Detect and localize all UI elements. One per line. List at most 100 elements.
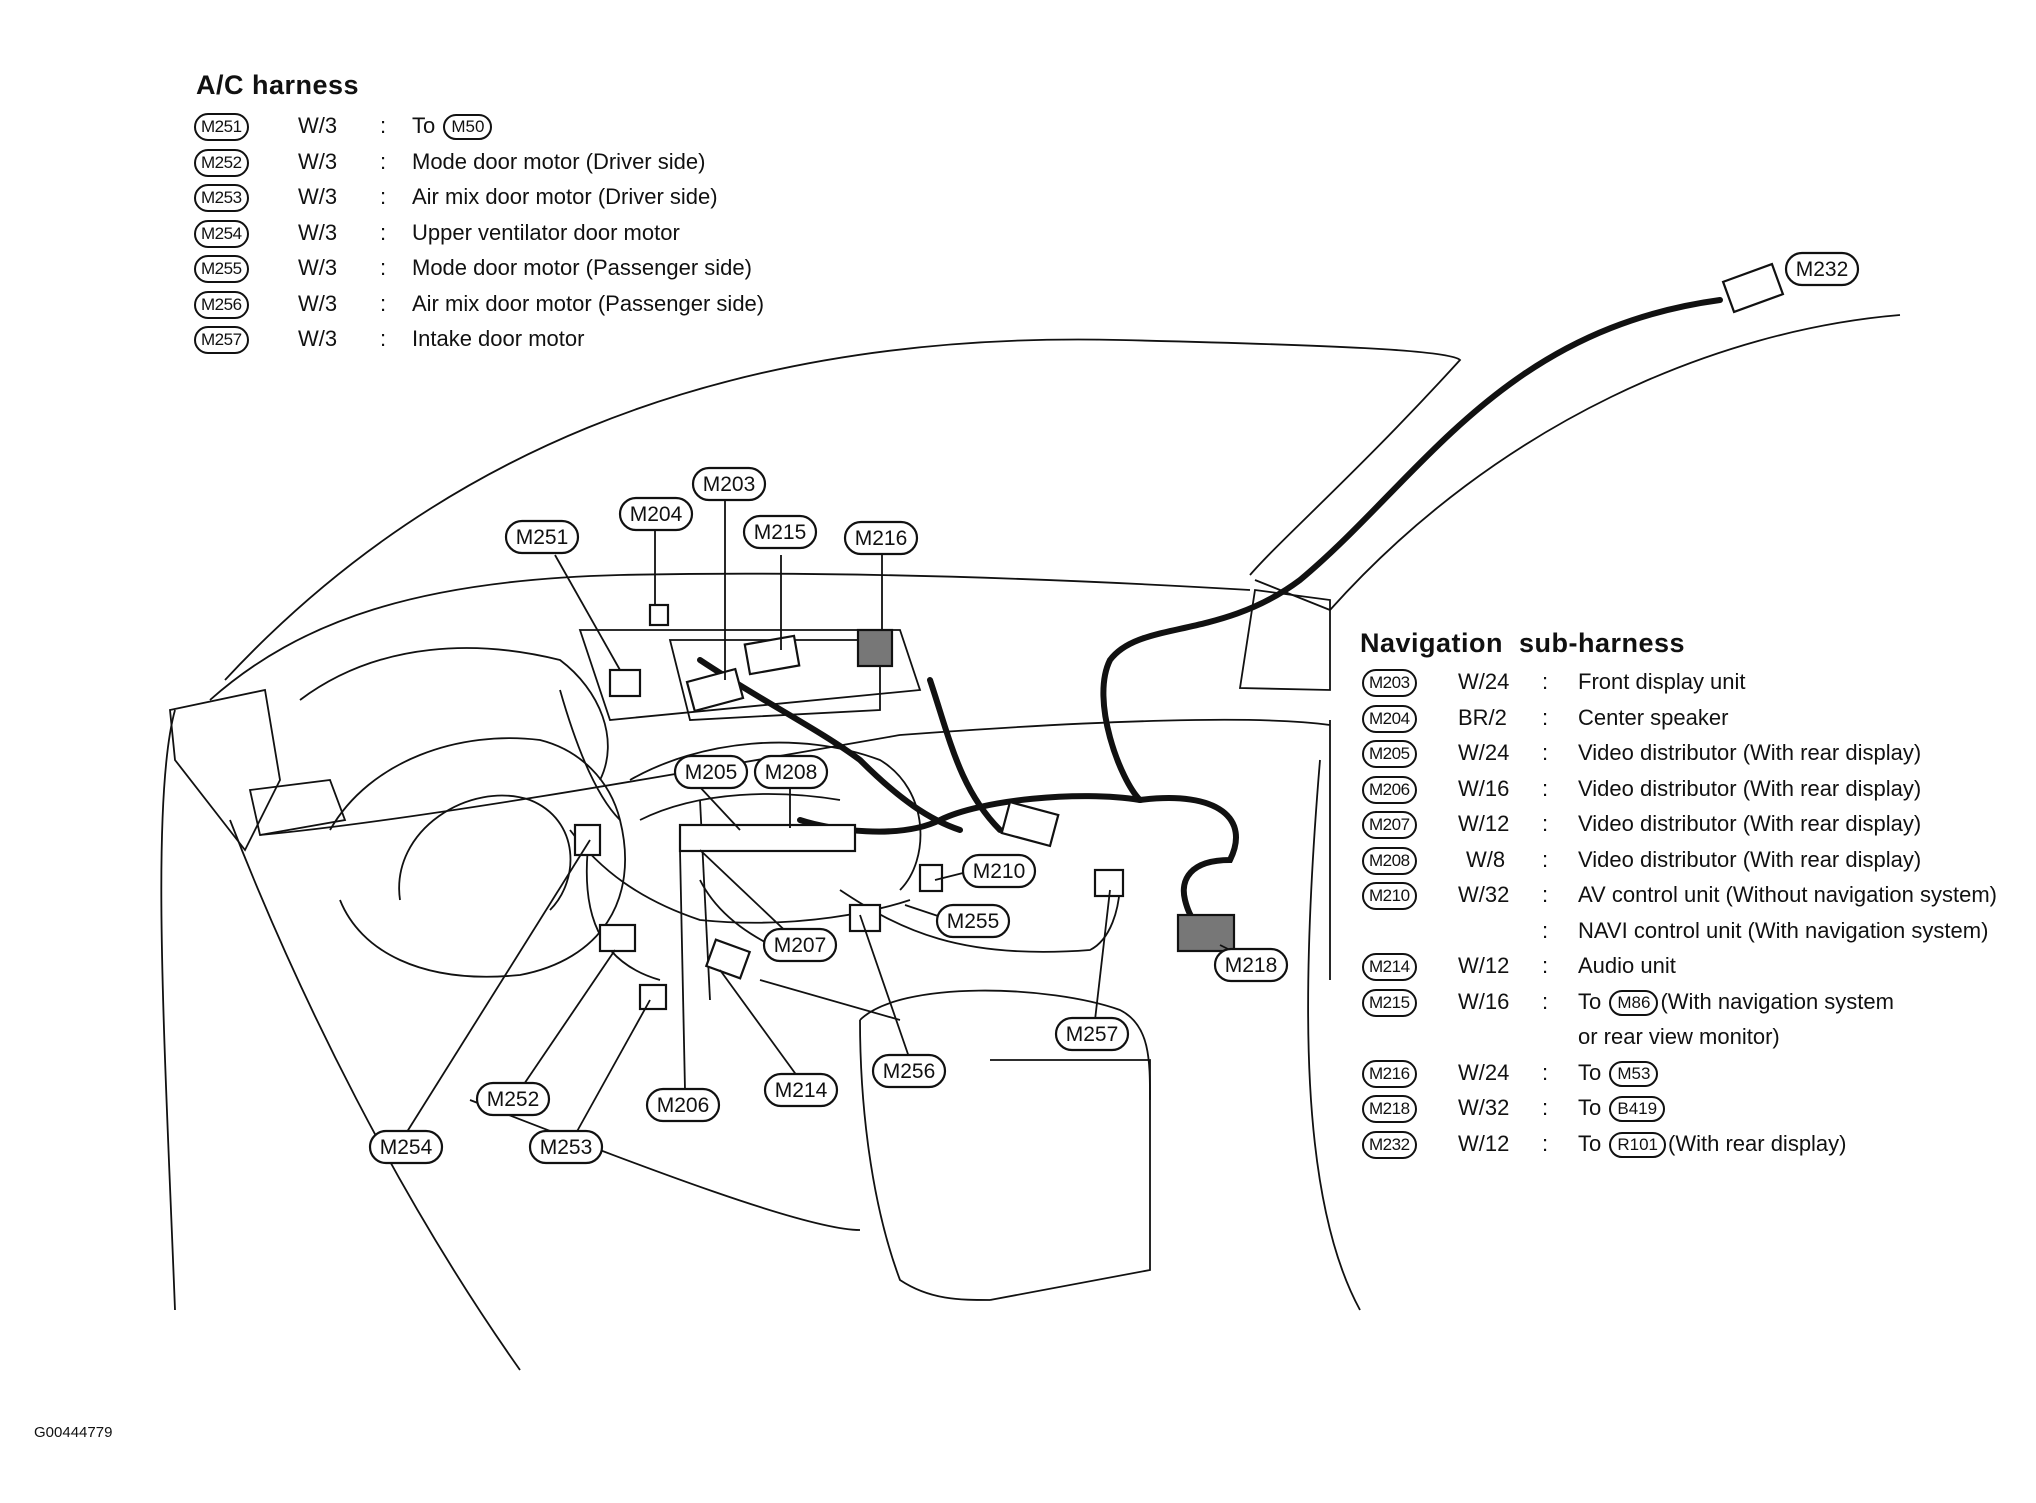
callout-M214: M214: [763, 1072, 839, 1108]
connector-badge: M216: [1362, 1059, 1417, 1088]
callout-M204: M204: [618, 496, 694, 532]
connector-badge: M251: [194, 113, 249, 141]
connector-badge: M257: [194, 326, 249, 354]
connector-badge: M204: [1362, 704, 1417, 733]
legend-row: or rear view monitor): [1362, 1019, 2022, 1055]
ac-harness-title: A/C harness: [196, 70, 360, 100]
reference-badge: R101: [1609, 1131, 1667, 1158]
svg-text:M255: M255: [947, 910, 1000, 933]
callout-M252: M252: [475, 1081, 551, 1117]
separator: :: [380, 290, 387, 316]
reference-badge: M50: [443, 114, 493, 141]
callout-M216: M216: [843, 520, 919, 556]
svg-text:M208: M208: [765, 761, 818, 784]
description-text: AV control unit (Without navigation syst…: [1578, 882, 1997, 907]
svg-text:M252: M252: [487, 1088, 540, 1111]
description-text: To: [1578, 988, 1602, 1014]
reference-badge: M86: [1609, 989, 1659, 1016]
callout-M207: M207: [762, 927, 838, 963]
description-text: Air mix door motor (Passenger side): [412, 290, 765, 316]
svg-text:M256: M256: [883, 1060, 936, 1083]
wire-spec: W/12: [1458, 1130, 1510, 1156]
wire-spec: W/24: [1458, 740, 1510, 765]
wire-spec: W/3: [298, 219, 338, 245]
nav-harness-legend: M203 W/24 : Front display unit M204 BR/2…: [1362, 664, 2022, 1161]
legend-row: M216 W/24 : To M53: [1362, 1055, 2022, 1091]
connector-badge: M207: [1362, 811, 1417, 839]
svg-text:M251: M251: [516, 526, 569, 549]
legend-row: M204 BR/2 : Center speaker: [1362, 700, 2022, 736]
connector-badge: M215: [1362, 988, 1417, 1017]
callout-M253: M253: [528, 1129, 604, 1165]
legend-row: M208 W/8 : Video distributor (With rear …: [1362, 842, 2022, 878]
separator: :: [1542, 775, 1549, 801]
svg-text:M205: M205: [685, 761, 738, 784]
description-text: Air mix door motor (Driver side): [412, 184, 718, 209]
legend-row: M210 W/32 : AV control unit (Without nav…: [1362, 877, 2022, 913]
separator: :: [1542, 740, 1549, 765]
callout-M218: M218: [1213, 947, 1289, 983]
ac-harness-legend: M251 W/3 : To M50 M252 W/3 : Mode door m…: [194, 108, 844, 357]
wire-spec: BR/2: [1458, 704, 1507, 730]
svg-text:M257: M257: [1066, 1023, 1119, 1046]
description-text: To: [1578, 1130, 1602, 1156]
description-text: Video distributor (With rear display): [1578, 811, 1922, 836]
description-text: NAVI control unit (With navigation syste…: [1578, 917, 1989, 943]
legend-row: M207 W/12 : Video distributor (With rear…: [1362, 806, 2022, 842]
connector-badge: M208: [1362, 846, 1417, 875]
description-text: Mode door motor (Driver side): [412, 148, 706, 174]
callout-M254: M254: [368, 1129, 444, 1165]
svg-text:M218: M218: [1225, 954, 1278, 977]
wire-spec: W/24: [1458, 1059, 1510, 1085]
separator: :: [380, 184, 387, 209]
wire-spec: W/16: [1458, 988, 1510, 1014]
row-description: To M50: [412, 108, 494, 144]
separator: :: [1542, 846, 1549, 872]
connector-badge: M218: [1362, 1095, 1417, 1123]
legend-row: M218 W/32 : To B419: [1362, 1090, 2022, 1126]
separator: :: [1542, 988, 1549, 1014]
connector-badge: M252: [194, 148, 249, 177]
connector-badge: M256: [194, 290, 249, 319]
connector-badge: M255: [194, 255, 249, 283]
callout-M232: M232: [1784, 251, 1860, 287]
svg-text:M210: M210: [973, 860, 1026, 883]
connector-badge: M210: [1362, 882, 1417, 910]
legend-row: M253 W/3 : Air mix door motor (Driver si…: [194, 179, 844, 215]
wire-spec: W/32: [1458, 1095, 1510, 1120]
reference-badge: B419: [1609, 1096, 1666, 1123]
callout-labels: M203 M204 M215 M216 M251 M205 M208 M210 …: [368, 251, 1860, 1165]
callout-M215: M215: [742, 514, 818, 550]
description-text: Video distributor (With rear display): [1578, 775, 1922, 801]
separator: :: [380, 148, 387, 174]
callout-M256: M256: [871, 1053, 947, 1089]
wire-spec: W/12: [1458, 953, 1510, 978]
separator: :: [1542, 1095, 1549, 1120]
svg-text:M204: M204: [630, 503, 683, 526]
callout-M210: M210: [961, 853, 1037, 889]
wire-spec: W/24: [1458, 669, 1510, 694]
wire-spec: W/3: [298, 326, 338, 351]
row-description: To M53: [1578, 1055, 1660, 1091]
wire-spec: W/8: [1466, 846, 1506, 872]
wire-spec: W/12: [1458, 811, 1510, 836]
description-text: Audio unit: [1578, 953, 1676, 978]
callout-M257: M257: [1054, 1016, 1130, 1052]
description-text: Video distributor (With rear display): [1578, 846, 1922, 872]
harness-wires: [559, 297, 1723, 981]
legend-row: M256 W/3 : Air mix door motor (Passenger…: [194, 286, 844, 322]
legend-row: : NAVI control unit (With navigation sys…: [1362, 913, 2022, 949]
description-text: Intake door motor: [412, 326, 585, 351]
legend-row: M214 W/12 : Audio unit: [1362, 948, 2022, 984]
separator: :: [380, 219, 387, 245]
callout-M255: M255: [935, 903, 1011, 939]
figure-code: G00444779: [34, 1424, 113, 1441]
leader-lines: [404, 500, 1251, 1136]
wire-spec: W/3: [298, 255, 338, 280]
description-suffix: (With rear display): [1668, 1130, 1847, 1156]
legend-row: M206 W/16 : Video distributor (With rear…: [1362, 771, 2022, 807]
description-text: Mode door motor (Passenger side): [412, 255, 752, 280]
wire-spec: W/3: [298, 148, 338, 174]
description-text: To: [1578, 1059, 1602, 1085]
